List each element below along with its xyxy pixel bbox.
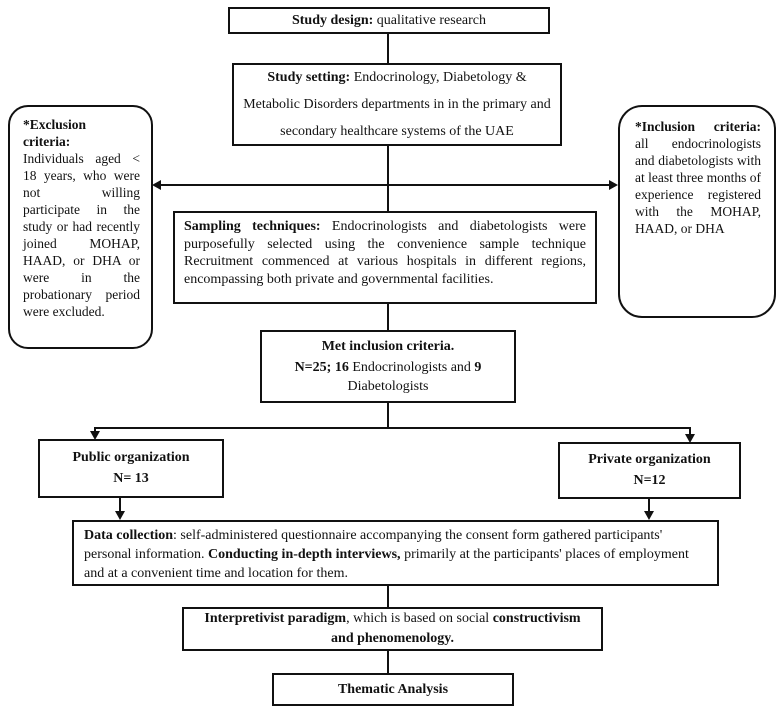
met-inclusion-box: Met inclusion criteria. N=25; 16 Endocri…	[260, 330, 516, 403]
sampling-label: Sampling techniques:	[184, 219, 321, 234]
data-collection-text1: : self-administered questionnaire accomp…	[84, 528, 663, 562]
exclusion-criteria-body: Individuals aged < 18 years, who were no…	[23, 151, 140, 319]
met-inclusion-counts: N=25; 16 Endocrinologists and 9 Diabetol…	[268, 358, 508, 396]
exclusion-criteria-box: *Exclusion criteria: Individuals aged < …	[8, 105, 153, 349]
arrowhead-to-exclusion-icon	[152, 180, 161, 190]
arrowhead-to-inclusion-icon	[609, 180, 618, 190]
arrowhead-private-to-data-icon	[644, 511, 654, 520]
data-collection-interviews-label: Conducting in-depth interviews,	[208, 547, 401, 562]
connector-design-to-setting	[387, 34, 389, 63]
inclusion-criteria-title: *Inclusion criteria:	[635, 119, 761, 134]
public-org-box: Public organization N= 13	[38, 439, 224, 498]
arrowhead-to-private-icon	[685, 434, 695, 443]
data-collection-label: Data collection	[84, 528, 174, 543]
interpretivist-text1: , which is based on social	[346, 611, 493, 626]
exclusion-criteria-title: *Exclusion criteria:	[23, 117, 87, 149]
study-design-label: Study design:	[291, 12, 374, 28]
arrowhead-to-public-icon	[90, 431, 100, 440]
public-org-title: Public organization	[72, 449, 190, 465]
interpretivist-label2: constructivism and phenomenology.	[331, 611, 581, 646]
private-org-title: Private organization	[588, 452, 711, 467]
interpretivist-label: Interpretivist paradigm	[204, 611, 347, 626]
connector-sampling-to-met	[387, 304, 389, 330]
study-setting-text: Study setting: Endocrinology, Diabetolog…	[242, 64, 552, 145]
met-inclusion-nine: 9	[474, 359, 482, 375]
inclusion-criteria-body: all endocrinologists and diabetologists …	[635, 136, 761, 236]
study-setting-value: Endocrinology, Diabetology & Metabolic D…	[243, 70, 551, 139]
sampling-value: Endocrinologists and diabetologists were…	[184, 219, 587, 287]
study-design-text: Study design: qualitative research	[292, 13, 486, 29]
interpretivist-box: Interpretivist paradigm, which is based …	[182, 607, 603, 651]
connector-private-to-data	[648, 498, 650, 513]
private-org-box: Private organization N=12	[558, 442, 741, 499]
public-org-n: N= 13	[113, 471, 149, 487]
data-collection-box: Data collection: self-administered quest…	[72, 520, 719, 586]
private-org-n: N=12	[633, 473, 666, 488]
connector-split-horizontal	[94, 427, 691, 429]
met-inclusion-diab: Diabetologists	[347, 378, 429, 394]
connector-criteria-double-arrow	[159, 184, 611, 186]
study-setting-label: Study setting:	[267, 70, 351, 85]
connector-data-to-interpretivist	[387, 585, 389, 607]
connector-split-to-public	[94, 427, 96, 433]
interpretivist-text: Interpretivist paradigm, which is based …	[192, 609, 593, 649]
connector-interpretivist-to-thematic	[387, 650, 389, 673]
connector-met-to-split	[387, 403, 389, 429]
connector-public-to-data	[119, 497, 121, 513]
inclusion-criteria-box: *Inclusion criteria: all endocrinologist…	[618, 105, 776, 318]
study-design-box: Study design: qualitative research	[228, 7, 550, 34]
thematic-analysis-label: Thematic Analysis	[337, 681, 449, 697]
connector-split-to-private	[689, 427, 691, 435]
study-design-value: qualitative research	[373, 12, 487, 28]
connector-setting-to-sampling	[387, 146, 389, 211]
thematic-analysis-box: Thematic Analysis	[272, 673, 514, 706]
sampling-box: Sampling techniques: Endocrinologists an…	[173, 211, 597, 304]
met-inclusion-n: N=25; 16	[294, 359, 349, 375]
arrowhead-public-to-data-icon	[115, 511, 125, 520]
data-collection-text2: primarily at the participants' places of…	[84, 547, 689, 581]
met-inclusion-endos: Endocrinologists and	[348, 359, 475, 375]
study-setting-box: Study setting: Endocrinology, Diabetolog…	[232, 63, 562, 146]
met-inclusion-title: Met inclusion criteria.	[321, 339, 455, 355]
